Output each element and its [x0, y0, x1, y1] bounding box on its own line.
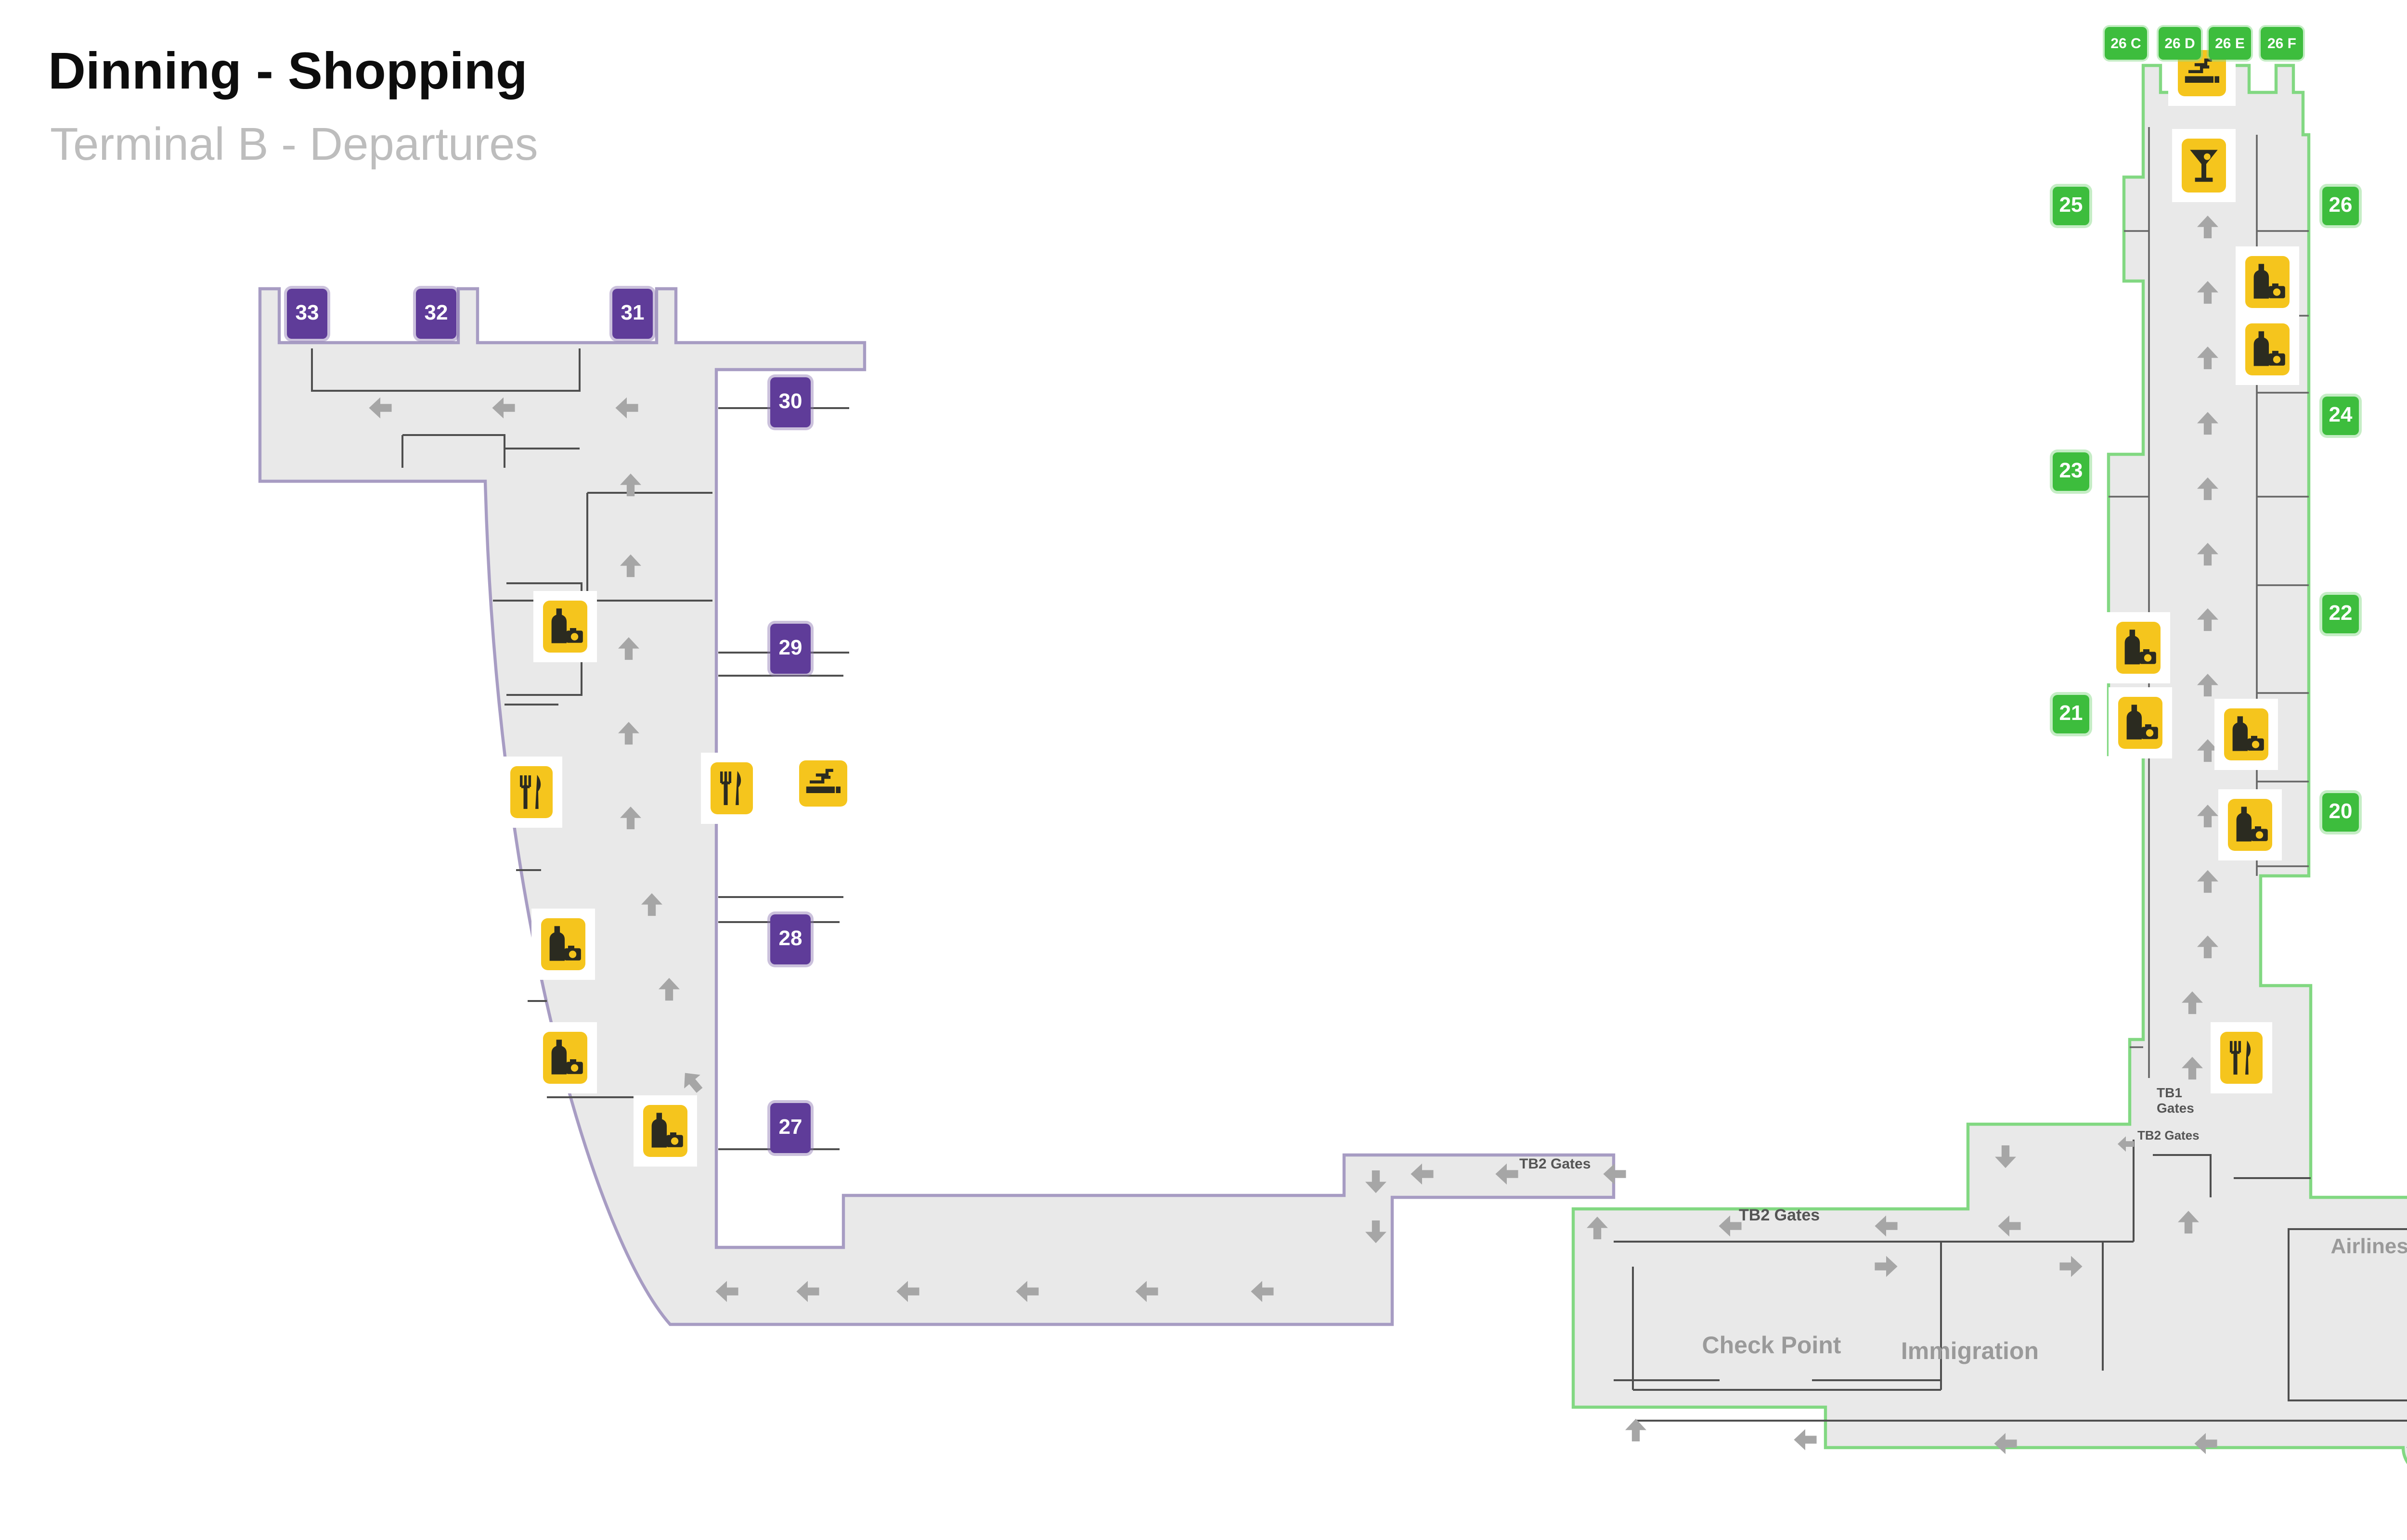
- direction-arrow-up: [2182, 1057, 2203, 1080]
- gate-badge-29[interactable]: 29: [770, 624, 811, 674]
- direction-arrow-left: [1994, 1432, 2017, 1455]
- gate-badge-26e[interactable]: 26 E: [2209, 27, 2251, 60]
- gate-badge-30[interactable]: 30: [770, 377, 811, 427]
- direction-arrow-up: [2197, 674, 2218, 697]
- page-title: Dinning - Shopping: [48, 42, 528, 100]
- direction-arrow-nw: [682, 1070, 703, 1093]
- gate-badge-21[interactable]: 21: [2053, 695, 2089, 733]
- gate-badge-26f[interactable]: 26 F: [2261, 27, 2303, 60]
- direction-arrow-left: [615, 397, 638, 419]
- interior-walls: [311, 127, 2407, 1422]
- direction-arrow-up: [620, 474, 641, 497]
- gate-badge-20[interactable]: 20: [2322, 793, 2359, 832]
- airlines-checkin-label-left: Airlines Check In: [2330, 1236, 2407, 1259]
- immigration-label: Immigration: [1901, 1338, 2039, 1365]
- restaurant-icon[interactable]: [2211, 1022, 2272, 1093]
- direction-arrow-left: [1794, 1428, 1817, 1451]
- direction-arrow-up: [620, 554, 641, 578]
- gate-badge-28[interactable]: 28: [770, 914, 811, 964]
- gate-badge-33[interactable]: 33: [287, 289, 327, 339]
- duty-free-icon[interactable]: [531, 909, 595, 980]
- cocktail-icon[interactable]: [2172, 129, 2236, 202]
- direction-arrow-left: [1875, 1215, 1898, 1237]
- direction-arrow-up: [641, 893, 662, 916]
- direction-arrow-down: [1995, 1145, 2016, 1168]
- direction-arrow-up: [618, 637, 639, 660]
- direction-arrow-left: [369, 397, 392, 419]
- check-point-label: Check Point: [1702, 1332, 1841, 1359]
- gate-badge-22[interactable]: 22: [2322, 595, 2359, 633]
- tb1-concourse-outline: [1571, 64, 2407, 1464]
- direction-arrow-up: [2197, 936, 2218, 959]
- direction-arrow-left: [1603, 1163, 1626, 1185]
- direction-arrow-down: [1365, 1170, 1386, 1194]
- gate-badge-32[interactable]: 32: [416, 289, 456, 339]
- direction-arrow-up: [2197, 870, 2218, 893]
- direction-arrow-up: [2178, 1211, 2199, 1234]
- direction-arrow-up: [2197, 543, 2218, 566]
- restaurant-icon[interactable]: [501, 757, 562, 828]
- direction-arrow-left: [1719, 1215, 1742, 1237]
- direction-arrow-left: [1998, 1215, 2021, 1237]
- gate-badge-26c[interactable]: 26 C: [2105, 27, 2147, 60]
- direction-arrow-left: [796, 1280, 819, 1303]
- direction-arrow-up: [620, 807, 641, 830]
- gate-badge-25[interactable]: 25: [2053, 187, 2089, 225]
- tb2-concourse-outline: [258, 287, 1616, 1326]
- tb2-gates-label-small: TB2 Gates: [2137, 1130, 2200, 1143]
- direction-arrow-up: [659, 978, 680, 1001]
- direction-arrow-left: [1251, 1280, 1274, 1303]
- restaurant-icon[interactable]: [701, 753, 763, 824]
- direction-arrow-right: [1875, 1255, 1898, 1278]
- direction-arrow-up: [2197, 216, 2218, 239]
- direction-arrow-up: [2197, 477, 2218, 500]
- direction-arrow-left: [715, 1280, 738, 1303]
- duty-free-icon[interactable]: [2236, 314, 2299, 385]
- direction-arrow-left: [1411, 1163, 1434, 1185]
- direction-arrow-left: [1135, 1280, 1158, 1303]
- duty-free-icon[interactable]: [634, 1095, 697, 1167]
- airlines-checkin-zone-left: [2288, 1228, 2407, 1401]
- gate-badge-26[interactable]: 26: [2322, 187, 2359, 225]
- tb2-gates-label-corridor: TB2 Gates: [1519, 1155, 1591, 1172]
- direction-arrow-left: [2117, 1136, 2135, 1152]
- duty-free-icon[interactable]: [2214, 699, 2278, 770]
- duty-free-icon[interactable]: [2236, 246, 2299, 318]
- direction-arrow-up: [1625, 1419, 1646, 1442]
- direction-arrow-up: [2182, 991, 2203, 1014]
- direction-arrow-right: [2059, 1255, 2083, 1278]
- gate-badge-31[interactable]: 31: [612, 289, 653, 339]
- duty-free-icon[interactable]: [2109, 687, 2172, 758]
- direction-arrow-up: [2197, 281, 2218, 304]
- direction-arrow-left: [2194, 1432, 2217, 1455]
- page-subtitle: Terminal B - Departures: [50, 119, 538, 171]
- duty-free-icon[interactable]: [2218, 789, 2282, 860]
- gate-badge-26d[interactable]: 26 D: [2159, 27, 2201, 60]
- tb2-gates-label-hall: TB2 Gates: [1739, 1205, 1820, 1224]
- direction-arrow-left: [492, 397, 515, 419]
- direction-arrow-up: [2197, 412, 2218, 435]
- direction-arrow-up: [2197, 805, 2218, 828]
- gate-badge-24[interactable]: 24: [2322, 397, 2359, 435]
- duty-free-icon[interactable]: [533, 591, 597, 662]
- direction-arrow-up: [2197, 739, 2218, 762]
- gate-badge-23[interactable]: 23: [2053, 452, 2089, 491]
- direction-arrow-up: [618, 722, 639, 745]
- direction-arrow-up: [1587, 1217, 1608, 1240]
- direction-arrow-up: [2197, 346, 2218, 370]
- tb1-gates-label: TB1 Gates: [2157, 1088, 2194, 1116]
- direction-arrow-left: [896, 1280, 919, 1303]
- gate-badge-27[interactable]: 27: [770, 1103, 811, 1153]
- direction-arrow-left: [1495, 1163, 1518, 1185]
- direction-arrow-left: [1016, 1280, 1039, 1303]
- smoking-icon[interactable]: [789, 751, 857, 816]
- direction-arrow-down: [1365, 1220, 1386, 1244]
- direction-arrow-up: [2197, 608, 2218, 631]
- duty-free-icon[interactable]: [2107, 612, 2170, 683]
- duty-free-icon[interactable]: [533, 1022, 597, 1093]
